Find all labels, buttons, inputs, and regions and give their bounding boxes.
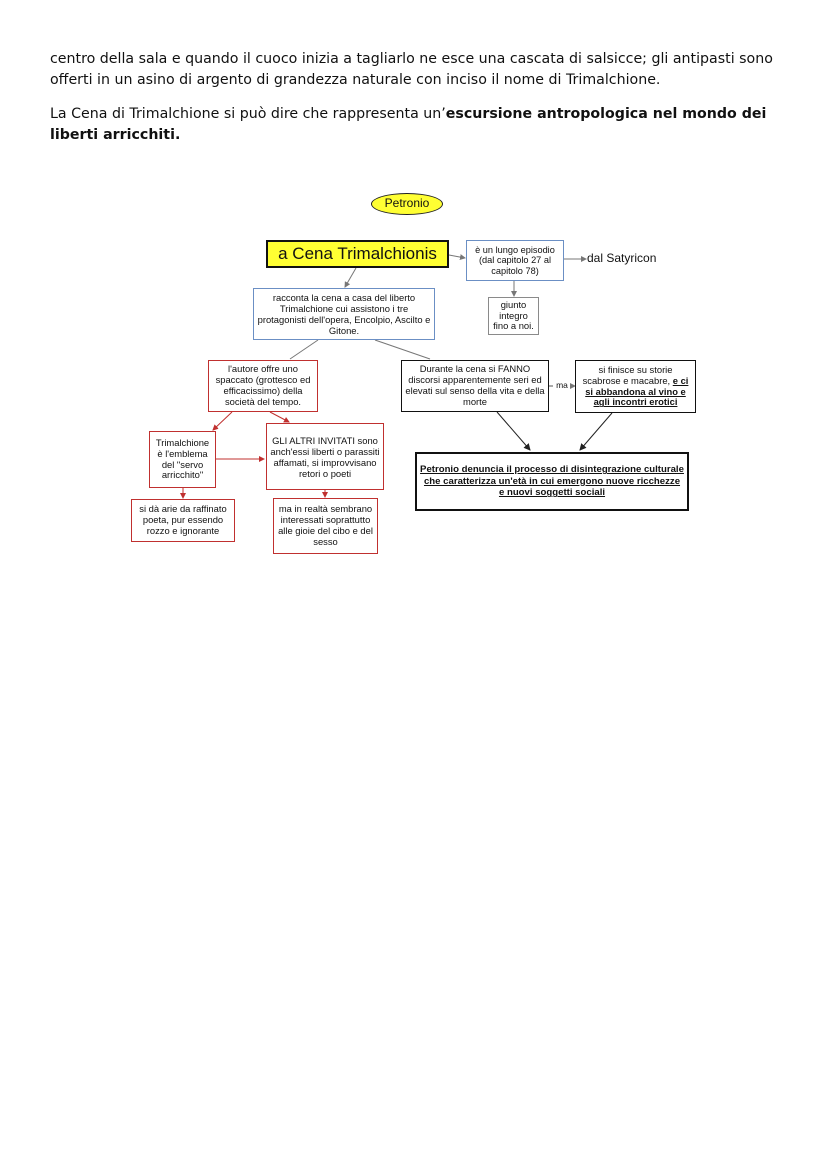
node-durante-la-cena: Durante la cena si FANNO discorsi appare… bbox=[401, 360, 549, 412]
node-storie-plain: si finisce su storie scabrose e macabre, bbox=[582, 363, 673, 386]
edge-title-episodio bbox=[448, 254, 466, 261]
node-giunto-integro: giunto integro fino a noi. bbox=[488, 297, 539, 335]
node-storie-underlined: e ci si abbandona al vino e agli incontr… bbox=[585, 374, 689, 408]
edge-autore-altri bbox=[269, 411, 290, 423]
node-autore-spaccato: l'autore offre uno spaccato (grottesco e… bbox=[208, 360, 318, 412]
node-racconta-la-cena: racconta la cena a casa del liberto Trim… bbox=[253, 288, 435, 340]
node-arie-da-raffinato: si dà arie da raffinato poeta, pur essen… bbox=[131, 499, 235, 542]
edge-durante-denuncia bbox=[496, 411, 531, 451]
edge-title-racconta bbox=[344, 267, 357, 288]
node-trimalchione-emblema: Trimalchione è l'emblema del "servo arri… bbox=[149, 431, 216, 488]
edge-racconta-autore bbox=[289, 339, 319, 360]
paragraph-2: La Cena di Trimalchione si può dire che … bbox=[50, 104, 780, 146]
edge-autore-trimalchione bbox=[212, 411, 233, 431]
node-ma-in-realta: ma in realtà sembrano interessati soprat… bbox=[273, 498, 378, 554]
node-ma-connector-label: ma bbox=[556, 380, 568, 391]
node-storie-scabrose-text: si finisce su storie scabrose e macabre,… bbox=[579, 363, 692, 408]
paragraph-2-text: La Cena di Trimalchione si può dire che … bbox=[50, 106, 446, 122]
node-altri-invitati: GLI ALTRI INVITATI sono anch'essi libert… bbox=[266, 423, 384, 490]
paragraph-1: centro della sala e quando il cuoco iniz… bbox=[50, 51, 773, 88]
edge-racconta-durante bbox=[374, 339, 431, 360]
node-cena-trimalchionis-title: a Cena Trimalchionis bbox=[266, 240, 449, 268]
node-lungo-episodio: è un lungo episodio (dal capitolo 27 al … bbox=[466, 240, 564, 281]
node-storie-scabrose: si finisce su storie scabrose e macabre,… bbox=[575, 360, 696, 413]
edge-storie-denuncia bbox=[579, 412, 613, 451]
node-dal-satyricon: dal Satyricon bbox=[587, 251, 657, 266]
node-petronio: Petronio bbox=[371, 193, 443, 215]
paragraph-2-bold: escursione antropologica nel mondo dei l… bbox=[50, 106, 767, 143]
node-petronio-denuncia: Petronio denuncia il processo di disinte… bbox=[415, 452, 689, 511]
